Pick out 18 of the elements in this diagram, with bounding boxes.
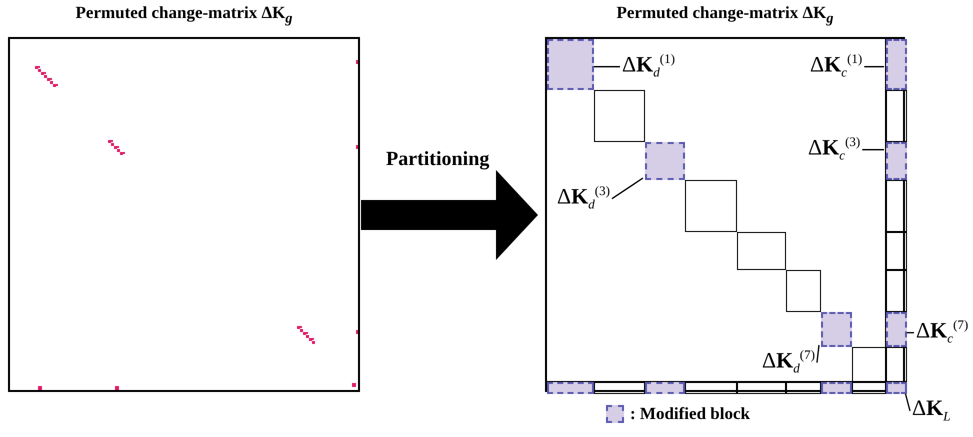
leader-line: [904, 392, 911, 412]
block-arrow: [361, 170, 538, 260]
modified-block: [886, 142, 907, 180]
matrix-title: Permuted change-matrix ΔK$_{g}$: [76, 3, 292, 28]
modified-block: [886, 39, 907, 90]
leader-line: [864, 66, 884, 68]
edge-label: Partitioning: [386, 148, 490, 171]
leader-line: [862, 149, 884, 150]
modified-block: [645, 142, 685, 180]
modified-block: [821, 312, 852, 347]
modified-block: [886, 312, 907, 347]
legend-text: : Modified block: [630, 404, 750, 424]
leader-line: [592, 66, 620, 68]
matrix-title: Permuted change-matrix ΔK$_{g}$: [616, 3, 834, 28]
leader-line: [612, 177, 644, 200]
modified-block: [547, 39, 594, 90]
modified-block: [886, 382, 907, 394]
leader-line: [816, 344, 820, 363]
